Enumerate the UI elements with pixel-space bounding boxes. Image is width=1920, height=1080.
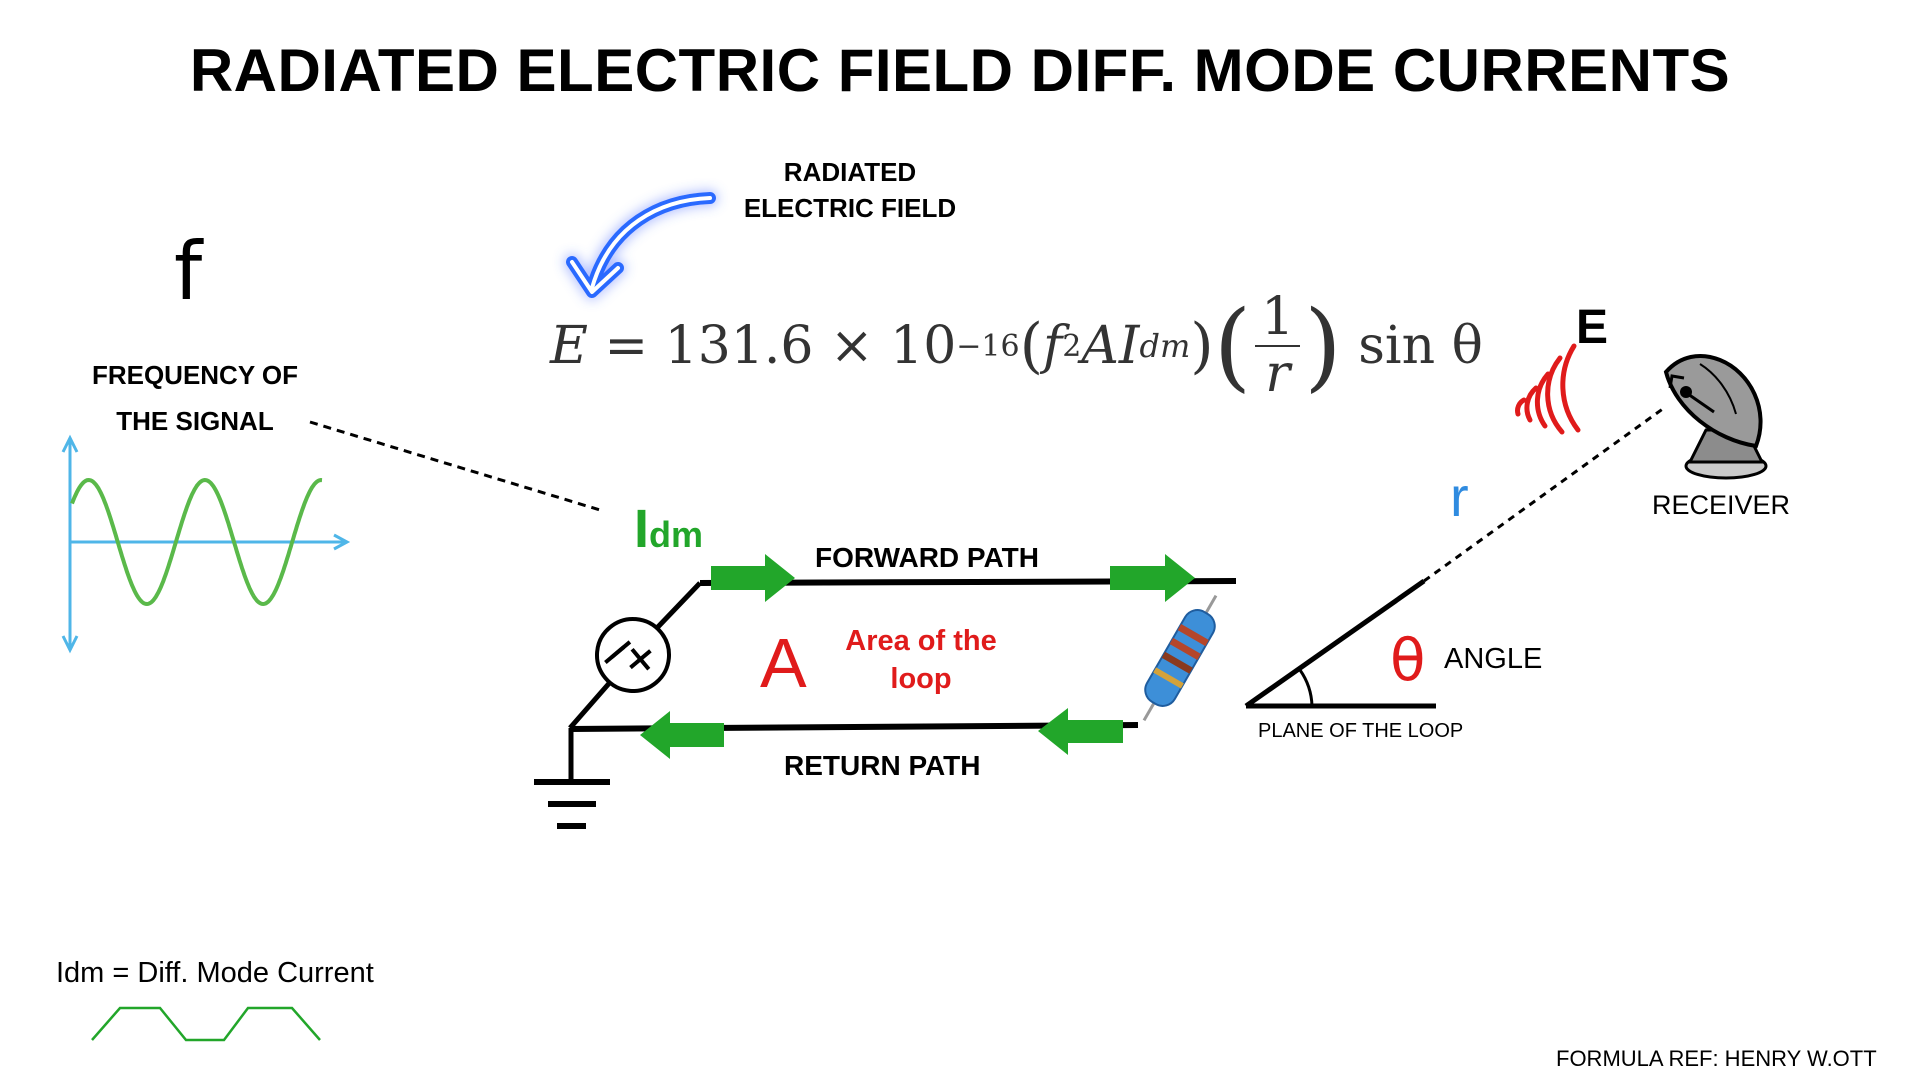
formula-exponent: −16 [956,328,1020,364]
current-label-sub: dm [649,514,704,555]
area-label: Area of the loop [826,622,1016,698]
current-arrow-icon [1110,554,1195,602]
current-label-main: I [634,499,650,559]
current-arrow-icon [640,711,724,759]
current-arrow-icon [1038,708,1123,755]
angle-diagram [1244,406,1665,709]
formula-callout: RADIATED ELECTRIC FIELD [720,154,980,226]
frequency-label: FREQUENCY OF THE SIGNAL [60,352,330,444]
page-title: RADIATED ELECTRIC FIELD DIFF. MODE CURRE… [189,37,1731,104]
angle-symbol: θ [1390,626,1426,694]
formula-equals: = [604,316,649,376]
angle-label: ANGLE [1444,643,1543,675]
resistor-icon [1142,594,1218,722]
formula-current-sub: dm [1139,327,1191,365]
radiation-waves-icon [1515,343,1581,435]
formula-trig: sin θ [1358,316,1483,376]
receiver-label: RECEIVER [1652,490,1791,520]
formula-frequency-exponent: 2 [1062,328,1082,364]
voltage-source-icon [595,617,671,693]
frequency-symbol: f [174,225,203,318]
area-label-line-1: Area of the [845,625,997,657]
current-arrow-icon [711,554,795,602]
field-symbol: E [1576,301,1609,354]
formula-frequency: f [1043,316,1063,376]
sine-wave-graph [61,434,351,654]
formula-lhs: E [550,316,588,376]
legend-text: Idm = Diff. Mode Current [56,957,374,989]
satellite-dish-icon [1663,354,1768,480]
frequency-pointer-line [309,420,601,512]
formula-reference: FORMULA REF: HENRY W.OTT [1556,1046,1877,1071]
formula-area: A [1081,316,1119,376]
frequency-label-line-1: FREQUENCY OF [91,360,299,390]
area-symbol: A [760,624,807,702]
return-path-label: RETURN PATH [784,750,981,781]
plane-label: PLANE OF THE LOOP [1258,720,1464,742]
formula-current: I [1118,316,1140,376]
callout-line-1: RADIATED [783,157,917,187]
formula-fraction-numerator: 1 [1255,290,1301,347]
frequency-label-line-2: THE SIGNAL [116,406,274,436]
callout-arrow-icon [566,192,716,298]
formula-fraction-denominator: r [1265,344,1291,404]
callout-line-2: ELECTRIC FIELD [743,193,957,223]
formula-coefficient: 131.6 × 10 [664,316,957,376]
forward-path-label: FORWARD PATH [815,542,1039,573]
distance-symbol: r [1450,465,1469,528]
current-label: Idm [634,498,703,560]
trapezoidal-waveform-icon [91,1006,321,1042]
area-label-line-2: loop [890,663,952,695]
